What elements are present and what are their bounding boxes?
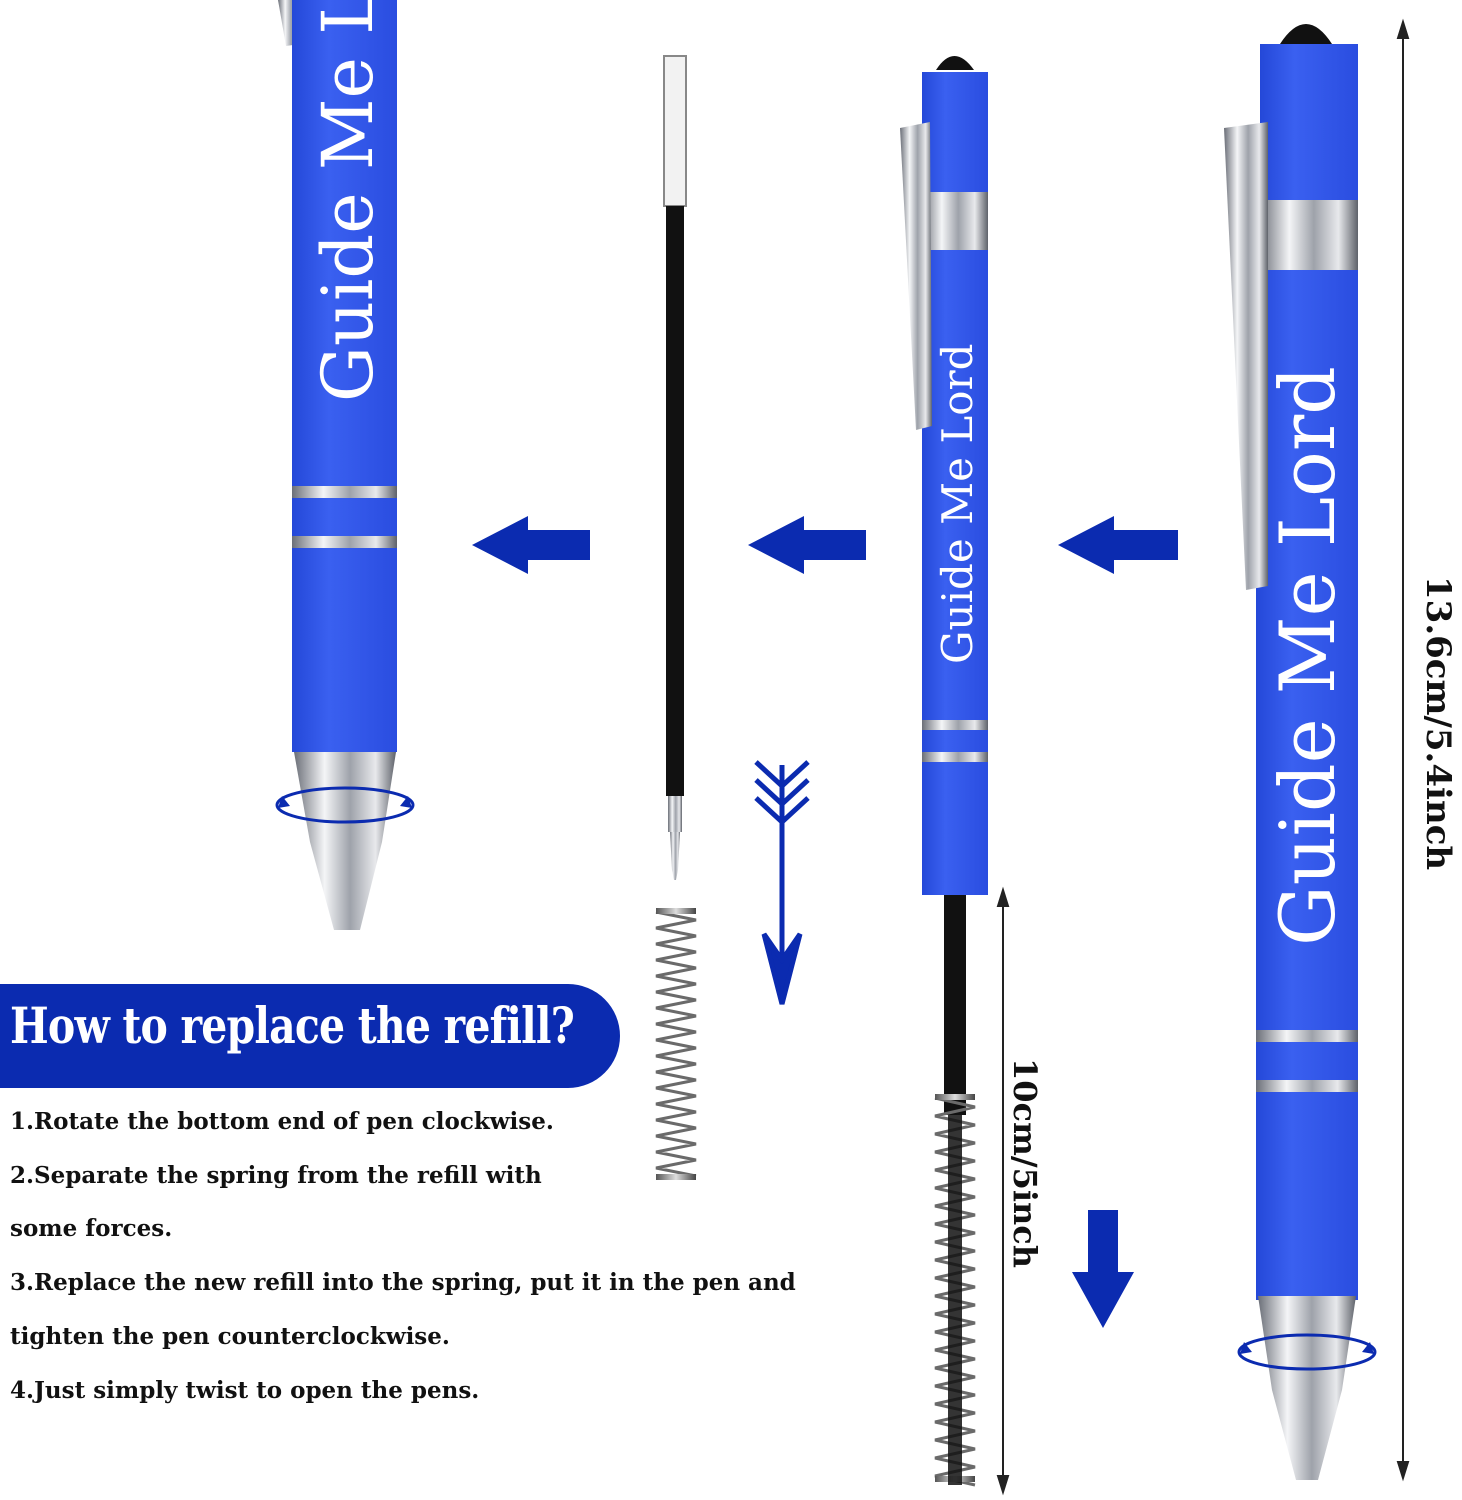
right-pen-barrel [1256, 270, 1358, 1300]
down-arrow-icon [1072, 1210, 1134, 1328]
right-pen-clip [1224, 122, 1268, 590]
title-banner [0, 984, 620, 1088]
refill [663, 55, 687, 880]
middle-pen-barrel [922, 250, 988, 895]
step-2-continued: some forces. [10, 1215, 173, 1242]
left-pen-ring-2 [292, 536, 397, 548]
middle-pen-stylus [936, 56, 974, 70]
middle-pen-exposed-refill [944, 895, 966, 1115]
loose-spring [655, 908, 697, 1180]
right-pen-text: Guide Me Lord [1263, 366, 1352, 946]
left-arrow-icon-3 [1058, 516, 1178, 574]
step-2: 2.Separate the spring from the refill wi… [10, 1162, 542, 1189]
refill-clear-end [663, 55, 687, 207]
refill-dimension-line [996, 886, 1010, 1496]
left-arrow-icon-2 [748, 516, 866, 574]
left-pen: Guide Me L [275, 0, 415, 930]
left-pen-ring-1 [292, 486, 397, 498]
left-pen-text: Guide Me L [307, 0, 389, 402]
right-pen: Guide Me Lord [1224, 24, 1377, 1480]
middle-pen-text: Guide Me Lord [933, 344, 982, 664]
middle-pen: Guide Me Lord [900, 56, 988, 1115]
refill-tube [666, 206, 684, 796]
refill-length-label: 10cm/5inch [1006, 1058, 1044, 1268]
step-1: 1.Rotate the bottom end of pen clockwise… [10, 1108, 554, 1135]
step-3-continued: tighten the pen counterclockwise. [10, 1323, 450, 1350]
title-text: How to replace the refill? [10, 996, 575, 1055]
left-rotate-arrow-icon [275, 786, 415, 824]
right-rotate-arrow-icon [1237, 1333, 1377, 1371]
full-length-dimension-line [1396, 18, 1410, 1482]
step-3: 3.Replace the new refill into the spring… [10, 1269, 796, 1296]
full-length-label: 13.6cm/5.4inch [1418, 576, 1458, 871]
feathered-down-arrow-icon [754, 760, 810, 1005]
middle-pen-clip [900, 122, 932, 430]
right-pen-tip [1258, 1296, 1356, 1480]
refill-tip [670, 832, 680, 880]
left-pen-tip [294, 752, 396, 930]
right-pen-stylus [1280, 24, 1332, 44]
left-arrow-icon-1 [472, 516, 590, 574]
left-pen-barrel [292, 0, 397, 752]
step-4: 4.Just simply twist to open the pens. [10, 1377, 480, 1404]
